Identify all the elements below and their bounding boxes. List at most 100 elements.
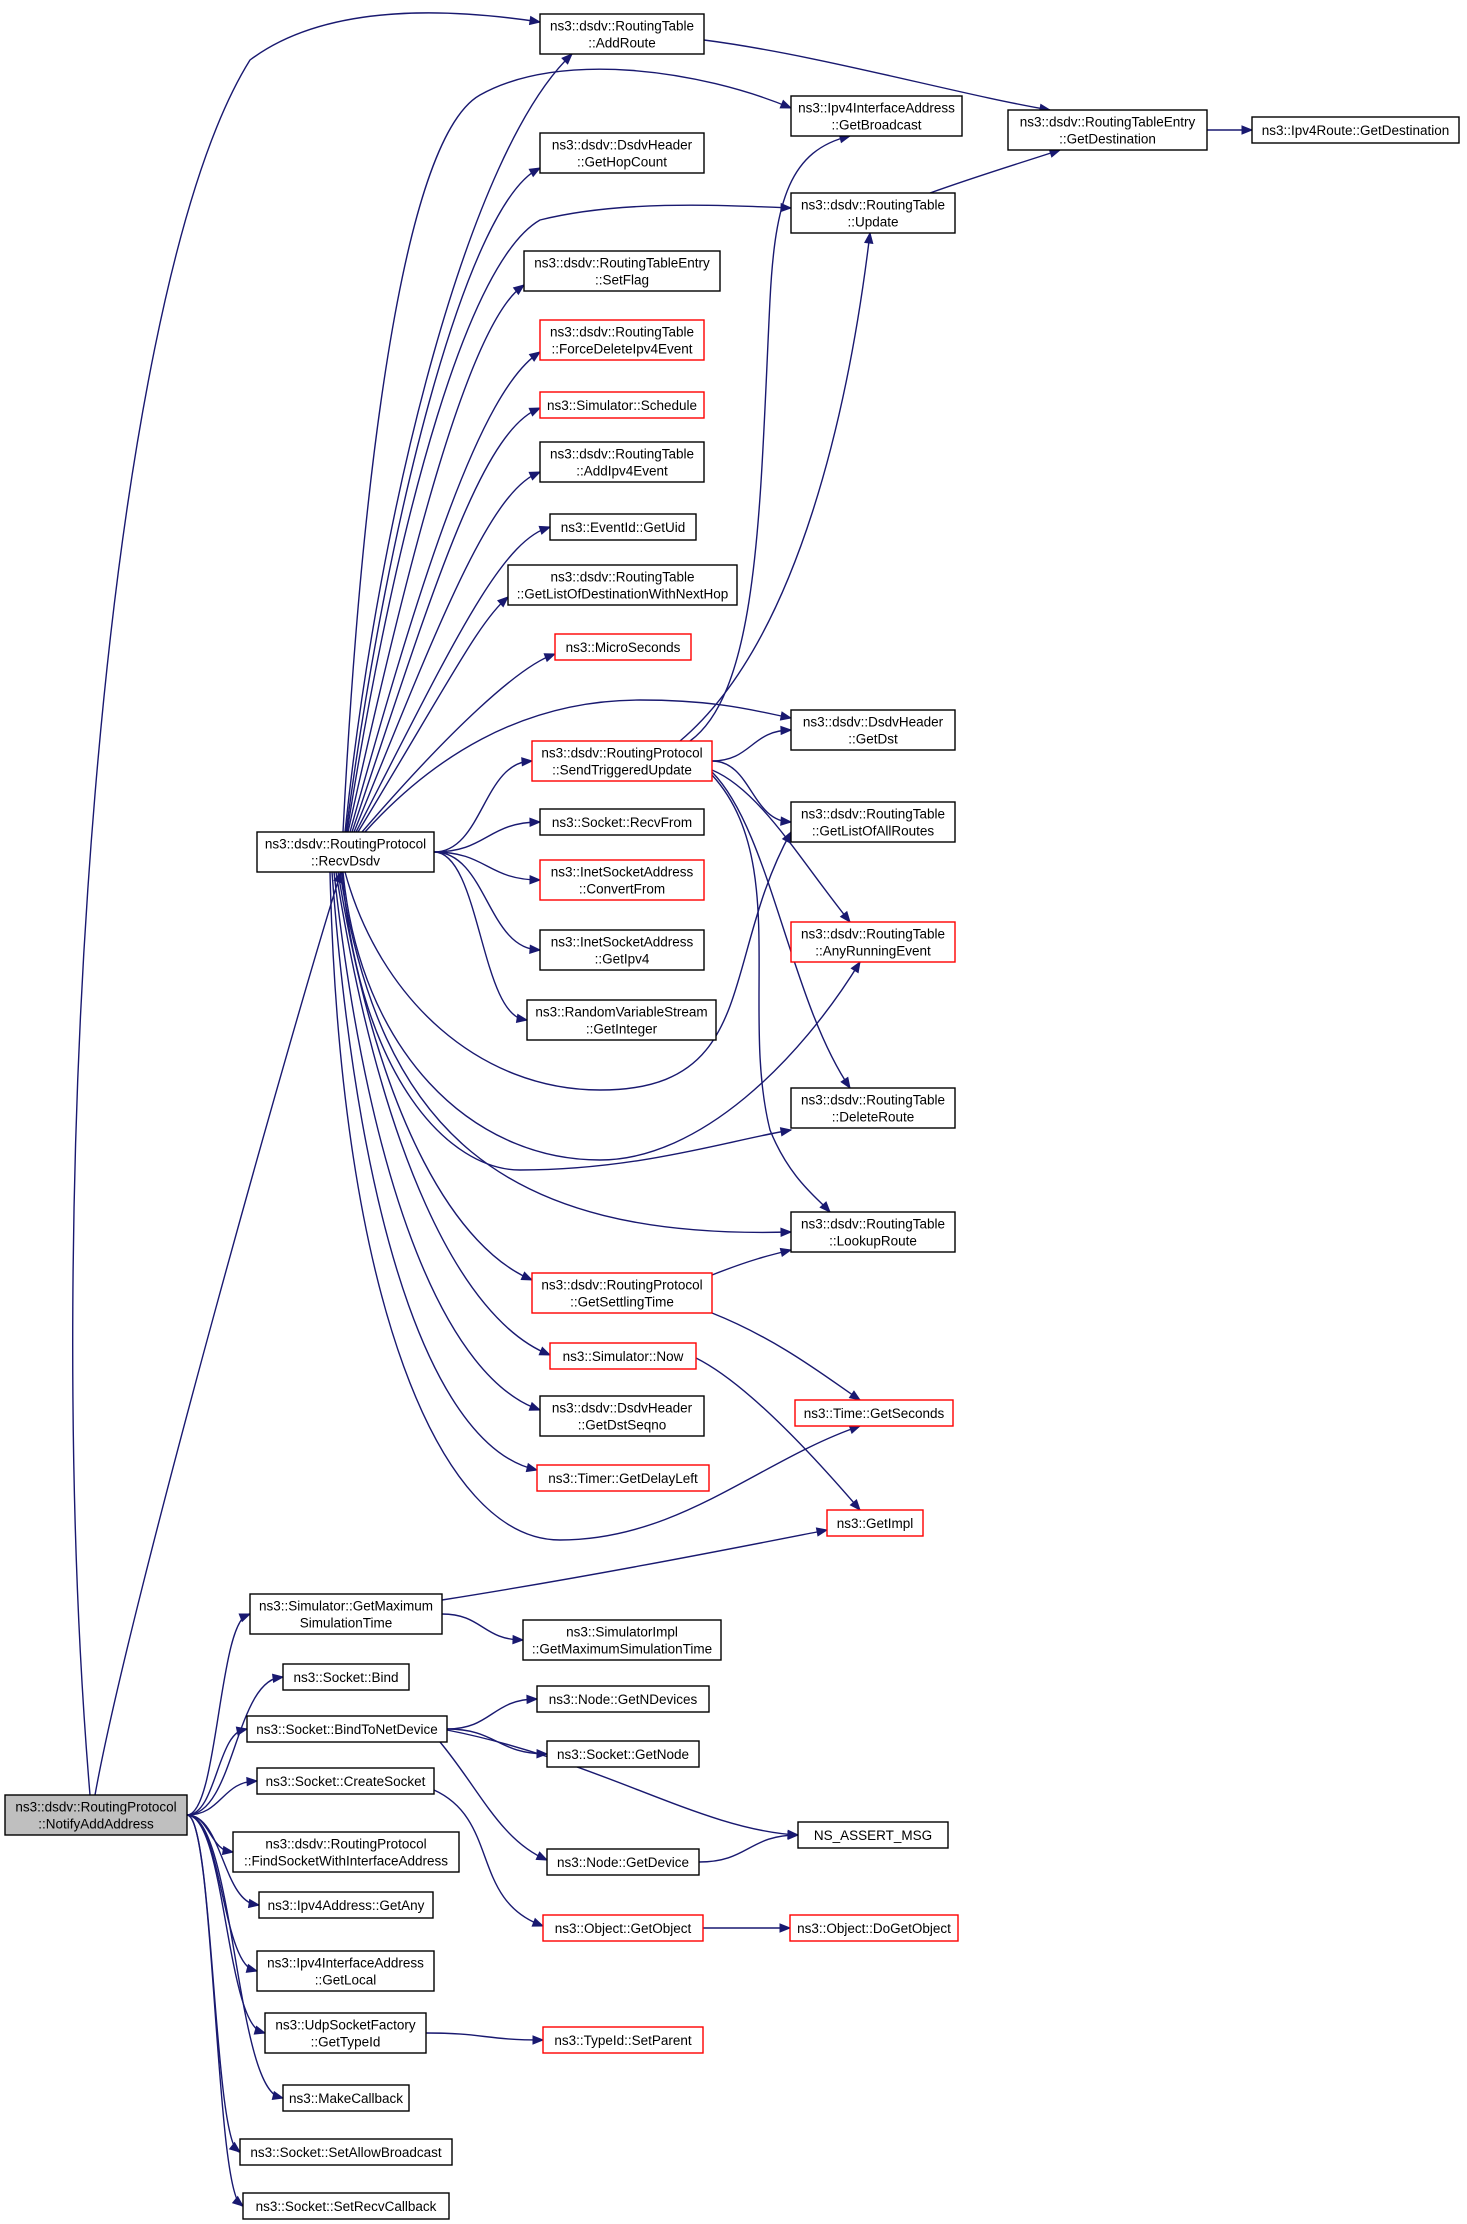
- node-getipv4[interactable]: ns3::InetSocketAddress::GetIpv4: [539, 929, 705, 971]
- node-box-recvfrom[interactable]: [539, 808, 705, 836]
- node-simgetmax[interactable]: ns3::Simulator::GetMaximumSimulationTime: [249, 1593, 443, 1635]
- node-box-getany[interactable]: [258, 1891, 434, 1919]
- node-getdstseqno[interactable]: ns3::dsdv::DsdvHeader::GetDstSeqno: [539, 1395, 705, 1437]
- node-sendtriggered[interactable]: ns3::dsdv::RoutingProtocol::SendTriggere…: [531, 740, 713, 782]
- node-addroute[interactable]: ns3::dsdv::RoutingTable::AddRoute: [539, 13, 705, 55]
- node-getany[interactable]: ns3::Ipv4Address::GetAny: [258, 1891, 434, 1919]
- node-box-gethopcount[interactable]: [539, 132, 705, 174]
- node-box-udpgettypeid[interactable]: [264, 2012, 427, 2054]
- node-box-microseconds[interactable]: [554, 633, 692, 661]
- node-setrecvcallback[interactable]: ns3::Socket::SetRecvCallback: [242, 2192, 450, 2220]
- node-getdst[interactable]: ns3::dsdv::DsdvHeader::GetDst: [790, 709, 956, 751]
- node-recvdsdv[interactable]: ns3::dsdv::RoutingProtocol::RecvDsdv: [256, 831, 435, 873]
- node-box-bind[interactable]: [282, 1663, 410, 1691]
- node-socketgetnode[interactable]: ns3::Socket::GetNode: [546, 1740, 700, 1768]
- node-box-notify[interactable]: [4, 1794, 188, 1836]
- node-box-setallowbroadcast[interactable]: [239, 2138, 453, 2166]
- node-box-getobject[interactable]: [542, 1914, 704, 1942]
- node-box-getlistall[interactable]: [790, 801, 956, 843]
- node-udpgettypeid[interactable]: ns3::UdpSocketFactory::GetTypeId: [264, 2012, 427, 2054]
- node-bindtonet[interactable]: ns3::Socket::BindToNetDevice: [246, 1715, 448, 1743]
- node-box-convertfrom[interactable]: [539, 859, 705, 901]
- node-box-getipv4[interactable]: [539, 929, 705, 971]
- node-box-getbroadcast[interactable]: [790, 95, 963, 137]
- node-box-makecallback[interactable]: [282, 2084, 410, 2112]
- node-box-simnow[interactable]: [549, 1342, 697, 1370]
- node-box-dogetobject[interactable]: [789, 1914, 959, 1942]
- node-box-setrecvcallback[interactable]: [242, 2192, 450, 2220]
- node-box-addroute[interactable]: [539, 13, 705, 55]
- node-nodegetndev[interactable]: ns3::Node::GetNDevices: [536, 1685, 710, 1713]
- node-box-getuid[interactable]: [549, 513, 697, 541]
- node-box-getdelayleft[interactable]: [536, 1464, 710, 1492]
- node-getlistall[interactable]: ns3::dsdv::RoutingTable::GetListOfAllRou…: [790, 801, 956, 843]
- node-rtegetdest[interactable]: ns3::dsdv::RoutingTableEntry::GetDestina…: [1007, 109, 1208, 151]
- node-simnow[interactable]: ns3::Simulator::Now: [549, 1342, 697, 1370]
- node-getobject[interactable]: ns3::Object::GetObject: [542, 1914, 704, 1942]
- node-lookuproute[interactable]: ns3::dsdv::RoutingTable::LookupRoute: [790, 1211, 956, 1253]
- node-setallowbroadcast[interactable]: ns3::Socket::SetAllowBroadcast: [239, 2138, 453, 2166]
- node-addipv4event[interactable]: ns3::dsdv::RoutingTable::AddIpv4Event: [539, 441, 705, 483]
- node-convertfrom[interactable]: ns3::InetSocketAddress::ConvertFrom: [539, 859, 705, 901]
- node-setparent[interactable]: ns3::TypeId::SetParent: [542, 2026, 704, 2054]
- node-box-simimplgetmax[interactable]: [522, 1619, 722, 1661]
- node-box-findsocket[interactable]: [232, 1831, 460, 1873]
- node-microseconds[interactable]: ns3::MicroSeconds: [554, 633, 692, 661]
- node-simimplgetmax[interactable]: ns3::SimulatorImpl::GetMaximumSimulation…: [522, 1619, 722, 1661]
- node-box-recvdsdv[interactable]: [256, 831, 435, 873]
- node-box-createsocket[interactable]: [256, 1767, 435, 1795]
- node-box-deleteroute[interactable]: [790, 1087, 956, 1129]
- node-box-getdstseqno[interactable]: [539, 1395, 705, 1437]
- node-getlocal[interactable]: ns3::Ipv4InterfaceAddress::GetLocal: [256, 1950, 435, 1992]
- node-box-getlocal[interactable]: [256, 1950, 435, 1992]
- node-box-forcedelete[interactable]: [539, 319, 705, 361]
- node-box-ipv4routegetdest[interactable]: [1251, 116, 1460, 144]
- node-dogetobject[interactable]: ns3::Object::DoGetObject: [789, 1914, 959, 1942]
- node-box-setparent[interactable]: [542, 2026, 704, 2054]
- node-box-getlistnexthop[interactable]: [507, 564, 738, 606]
- node-recvfrom[interactable]: ns3::Socket::RecvFrom: [539, 808, 705, 836]
- node-getbroadcast[interactable]: ns3::Ipv4InterfaceAddress::GetBroadcast: [790, 95, 963, 137]
- node-box-rtupdate[interactable]: [790, 192, 956, 234]
- node-box-nsassert[interactable]: [797, 1821, 949, 1849]
- node-getsettling[interactable]: ns3::dsdv::RoutingProtocol::GetSettlingT…: [531, 1272, 713, 1314]
- node-box-rtegetdest[interactable]: [1007, 109, 1208, 151]
- node-makecallback[interactable]: ns3::MakeCallback: [282, 2084, 410, 2112]
- node-box-anyrunning[interactable]: [790, 921, 956, 963]
- node-getimpl[interactable]: ns3::GetImpl: [826, 1509, 924, 1537]
- node-setflag[interactable]: ns3::dsdv::RoutingTableEntry::SetFlag: [523, 250, 721, 292]
- node-box-nodegetndev[interactable]: [536, 1685, 710, 1713]
- node-box-setflag[interactable]: [523, 250, 721, 292]
- node-schedule[interactable]: ns3::Simulator::Schedule: [539, 391, 705, 419]
- node-getdelayleft[interactable]: ns3::Timer::GetDelayLeft: [536, 1464, 710, 1492]
- node-createsocket[interactable]: ns3::Socket::CreateSocket: [256, 1767, 435, 1795]
- node-box-getinteger[interactable]: [526, 999, 717, 1041]
- node-box-nodegetdevice[interactable]: [546, 1848, 700, 1876]
- node-getuid[interactable]: ns3::EventId::GetUid: [549, 513, 697, 541]
- node-box-socketgetnode[interactable]: [546, 1740, 700, 1768]
- node-box-addipv4event[interactable]: [539, 441, 705, 483]
- node-findsocket[interactable]: ns3::dsdv::RoutingProtocol::FindSocketWi…: [232, 1831, 460, 1873]
- node-box-sendtriggered[interactable]: [531, 740, 713, 782]
- node-deleteroute[interactable]: ns3::dsdv::RoutingTable::DeleteRoute: [790, 1087, 956, 1129]
- node-bind[interactable]: ns3::Socket::Bind: [282, 1663, 410, 1691]
- node-getlistnexthop[interactable]: ns3::dsdv::RoutingTable::GetListOfDestin…: [507, 564, 738, 606]
- node-box-schedule[interactable]: [539, 391, 705, 419]
- node-forcedelete[interactable]: ns3::dsdv::RoutingTable::ForceDeleteIpv4…: [539, 319, 705, 361]
- node-box-simgetmax[interactable]: [249, 1593, 443, 1635]
- node-anyrunning[interactable]: ns3::dsdv::RoutingTable::AnyRunningEvent: [790, 921, 956, 963]
- node-box-getsettling[interactable]: [531, 1272, 713, 1314]
- node-box-getseconds[interactable]: [794, 1399, 954, 1427]
- node-nodegetdevice[interactable]: ns3::Node::GetDevice: [546, 1848, 700, 1876]
- node-box-lookuproute[interactable]: [790, 1211, 956, 1253]
- node-box-getimpl[interactable]: [826, 1509, 924, 1537]
- node-notify[interactable]: ns3::dsdv::RoutingProtocol::NotifyAddAdd…: [4, 1794, 188, 1836]
- node-box-getdst[interactable]: [790, 709, 956, 751]
- node-getseconds[interactable]: ns3::Time::GetSeconds: [794, 1399, 954, 1427]
- node-ipv4routegetdest[interactable]: ns3::Ipv4Route::GetDestination: [1251, 116, 1460, 144]
- node-rtupdate[interactable]: ns3::dsdv::RoutingTable::Update: [790, 192, 956, 234]
- node-box-bindtonet[interactable]: [246, 1715, 448, 1743]
- node-getinteger[interactable]: ns3::RandomVariableStream::GetInteger: [526, 999, 717, 1041]
- node-gethopcount[interactable]: ns3::dsdv::DsdvHeader::GetHopCount: [539, 132, 705, 174]
- node-nsassert[interactable]: NS_ASSERT_MSG: [797, 1821, 949, 1849]
